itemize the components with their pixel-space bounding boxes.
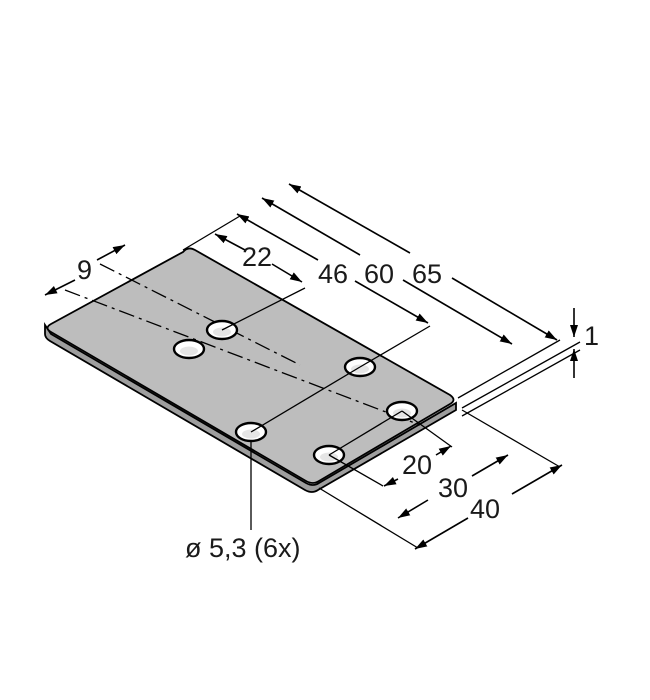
- extension-line: [457, 339, 561, 399]
- extension-line: [461, 409, 561, 468]
- dimension-line-30: [397, 499, 429, 519]
- extension-line: [182, 215, 241, 251]
- dim-label-65: 65: [412, 259, 442, 289]
- dim-label-30: 30: [438, 473, 468, 503]
- dim-label-60: 60: [364, 259, 394, 289]
- dimension-line-40: [511, 464, 563, 495]
- dimension-line-65: [451, 277, 558, 341]
- dimension-line-20: [383, 477, 399, 487]
- hole-note: ø 5,3 (6x): [185, 533, 301, 563]
- dimension-line-46: [236, 213, 319, 261]
- dim-label-9: 9: [77, 255, 92, 285]
- dimension-line-20: [435, 445, 452, 456]
- center-line: [99, 263, 301, 366]
- dim-label-thickness: 1: [584, 321, 599, 351]
- hole-line: [221, 287, 306, 331]
- hole-line: [250, 366, 361, 433]
- dimension-line-9: [44, 279, 76, 296]
- dimension-line-9: [96, 244, 126, 261]
- hole-line: [328, 454, 384, 487]
- dimension-line-46: [354, 280, 429, 324]
- dimension-line-30: [471, 454, 509, 477]
- dim-label-20: 20: [402, 450, 432, 480]
- dimension-line-22: [214, 233, 246, 251]
- dimension-line-22: [271, 263, 303, 283]
- dimension-line-65: [288, 183, 411, 254]
- extension-line: [318, 487, 419, 549]
- hole: [172, 338, 206, 360]
- dim-label-46: 46: [318, 259, 348, 289]
- hole-line: [328, 410, 403, 456]
- dimension-line-40: [414, 517, 469, 550]
- dim-label-40: 40: [470, 494, 500, 524]
- plate-edge: [44, 322, 457, 493]
- dim-label-22: 22: [242, 242, 272, 272]
- dimension-line-60: [261, 197, 361, 256]
- hole-line: [359, 325, 431, 368]
- extension-line: [461, 349, 581, 417]
- extension-line: [461, 341, 581, 409]
- center-line: [64, 289, 421, 426]
- dimension-line-60: [402, 279, 513, 345]
- hole-line: [401, 410, 453, 448]
- plate-top-face: [46, 247, 455, 484]
